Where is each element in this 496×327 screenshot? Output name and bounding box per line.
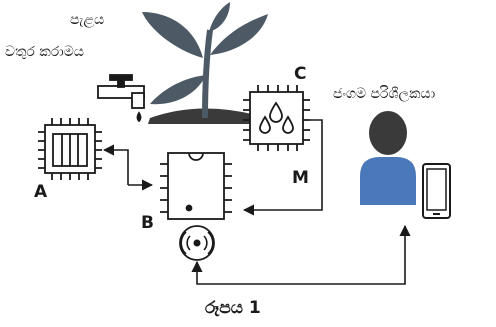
label-m: M — [292, 168, 309, 188]
mobile-user-label: ජංගම පරිශීලකයා — [333, 86, 436, 102]
plant-label: පැළය — [70, 12, 104, 28]
connector-b-to-user — [191, 224, 411, 285]
relay-module-chip-icon — [38, 118, 102, 180]
moisture-sensor-chip-icon — [243, 85, 310, 151]
user-icon — [360, 111, 416, 205]
connection-lines — [102, 119, 411, 285]
label-a: A — [34, 182, 48, 202]
seedling-icon — [142, 2, 268, 124]
water-valve-label: වතුර කරාමය — [5, 44, 84, 60]
connector-b-to-a — [102, 144, 129, 185]
label-c: C — [294, 64, 306, 84]
connector-c-to-b — [242, 119, 323, 216]
label-b: B — [141, 213, 154, 233]
wireless-signal-icon — [179, 225, 215, 261]
water-tap-icon — [97, 74, 145, 123]
microcontroller-chip-icon — [160, 152, 232, 220]
figure-caption: රූපය 1 — [205, 298, 261, 318]
smartphone-icon — [422, 163, 451, 219]
